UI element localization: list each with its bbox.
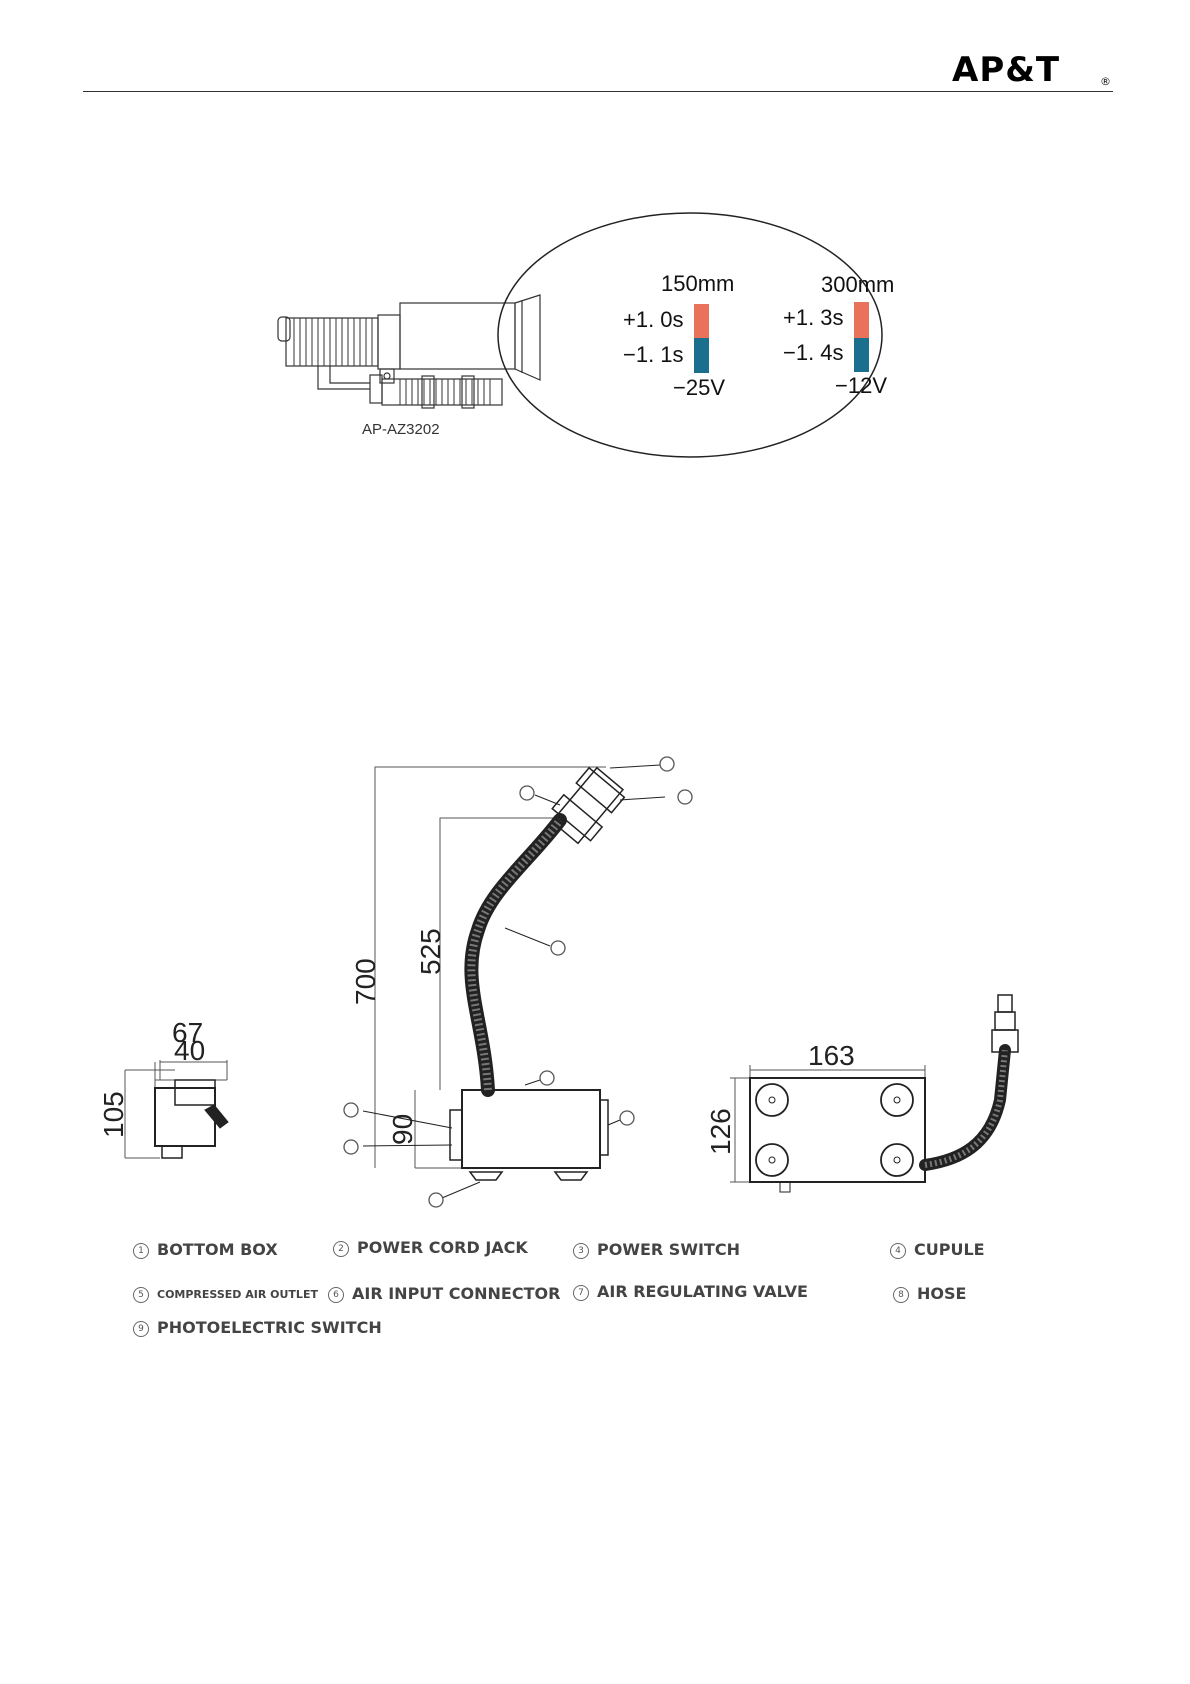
header-rule [83, 91, 1113, 92]
dim-700: 700 [350, 958, 381, 1005]
left-positive-time: +1. 0s [623, 307, 684, 332]
dim-line-700 [374, 766, 606, 1168]
main-unit-drawing [362, 764, 666, 1199]
model-label: AP-AZ3202 [362, 421, 440, 438]
right-positive-bar [854, 302, 869, 338]
left-negative-bar [694, 338, 709, 373]
figure-dimension-drawing: 700 525 90 67 40 105 163 126 [98, 756, 1019, 1208]
right-distance: 300mm [821, 272, 894, 297]
left-voltage: −25V [673, 375, 725, 400]
corrugated-hose-drawing [277, 294, 541, 409]
registered-mark: ® [1100, 75, 1111, 88]
dim-105: 105 [98, 1091, 129, 1138]
figure-sensor-test: AP-AZ3202 150mm +1. 0s −1. 1s −25V 300mm… [277, 212, 894, 458]
left-distance: 150mm [661, 271, 734, 296]
test-result-bubble [497, 212, 883, 458]
left-positive-bar [694, 304, 709, 338]
dim-line-525 [439, 817, 553, 1090]
left-negative-time: −1. 1s [623, 342, 684, 367]
dim-126: 126 [705, 1108, 736, 1155]
dim-525: 525 [415, 928, 446, 975]
dim-40: 40 [174, 1035, 205, 1066]
brand-logo: AP&T [952, 50, 1061, 90]
dim-67: 67 [172, 1017, 203, 1048]
dim-163: 163 [808, 1040, 855, 1071]
right-negative-time: −1. 4s [783, 340, 844, 365]
right-voltage: −12V [835, 373, 887, 398]
right-positive-time: +1. 3s [783, 305, 844, 330]
dim-90: 90 [387, 1114, 418, 1145]
top-view-drawing [730, 994, 1019, 1193]
right-negative-bar [854, 338, 869, 372]
side-view-drawing [124, 1060, 229, 1159]
